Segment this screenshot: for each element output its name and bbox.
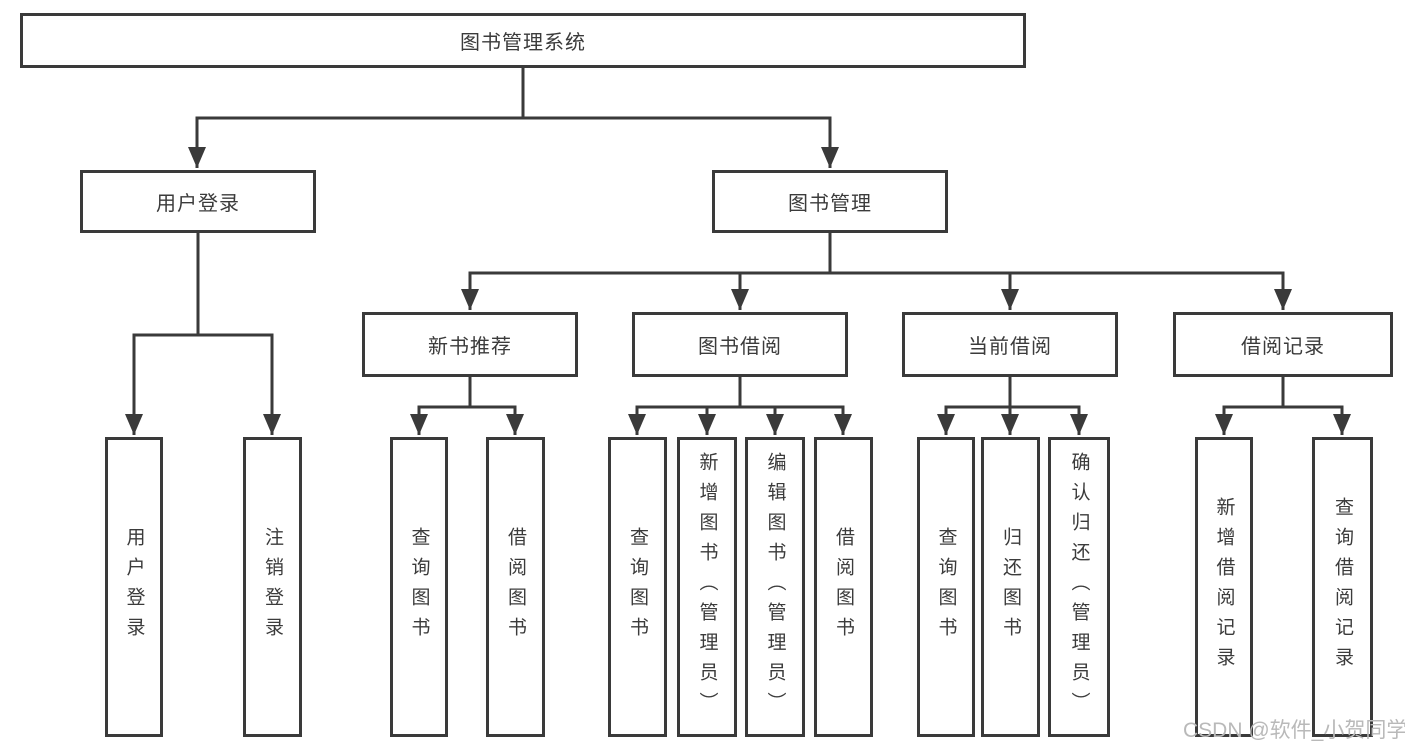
leaf-label: 新增图书（管理员） bbox=[696, 452, 718, 722]
leaf-add-borrow-record: 新增借阅记录 bbox=[1195, 437, 1253, 737]
leaf-label: 用户登录 bbox=[123, 527, 145, 647]
node-user-login: 用户登录 bbox=[80, 170, 316, 233]
leaf-logout: 注销登录 bbox=[243, 437, 302, 737]
leaf-label: 新增借阅记录 bbox=[1213, 497, 1235, 677]
leaf-query-book-recommend: 查询图书 bbox=[390, 437, 448, 737]
leaf-label: 查询图书 bbox=[935, 527, 957, 647]
leaf-label: 查询图书 bbox=[627, 527, 648, 647]
leaf-confirm-return-admin: 确认归还（管理员） bbox=[1048, 437, 1110, 737]
leaf-query-book-borrow: 查询图书 bbox=[608, 437, 667, 737]
node-book-borrow: 图书借阅 bbox=[632, 312, 848, 377]
leaf-label: 编辑图书（管理员） bbox=[764, 452, 786, 722]
leaf-label: 借阅图书 bbox=[505, 527, 526, 647]
leaf-label: 查询借阅记录 bbox=[1332, 497, 1353, 677]
leaf-label: 确认归还（管理员） bbox=[1068, 452, 1090, 722]
node-current-borrow: 当前借阅 bbox=[902, 312, 1118, 377]
leaf-edit-book-admin: 编辑图书（管理员） bbox=[745, 437, 805, 737]
csdn-watermark: CSDN @软件_小贺同学 bbox=[1183, 719, 1405, 742]
node-borrow-record: 借阅记录 bbox=[1173, 312, 1393, 377]
node-new-book-recommend: 新书推荐 bbox=[362, 312, 578, 377]
leaf-borrow-book: 借阅图书 bbox=[814, 437, 873, 737]
leaf-query-book-current: 查询图书 bbox=[917, 437, 975, 737]
leaf-borrow-book-recommend: 借阅图书 bbox=[486, 437, 545, 737]
leaf-return-book: 归还图书 bbox=[981, 437, 1040, 737]
leaf-label: 借阅图书 bbox=[833, 527, 854, 647]
node-library-management-system: 图书管理系统 bbox=[20, 13, 1026, 68]
leaf-add-book-admin: 新增图书（管理员） bbox=[677, 437, 737, 737]
leaf-user-login: 用户登录 bbox=[105, 437, 163, 737]
node-book-management: 图书管理 bbox=[712, 170, 948, 233]
leaf-label: 归还图书 bbox=[1000, 527, 1021, 647]
leaf-label: 查询图书 bbox=[408, 527, 430, 647]
leaf-query-borrow-record: 查询借阅记录 bbox=[1312, 437, 1373, 737]
leaf-label: 注销登录 bbox=[262, 527, 283, 647]
